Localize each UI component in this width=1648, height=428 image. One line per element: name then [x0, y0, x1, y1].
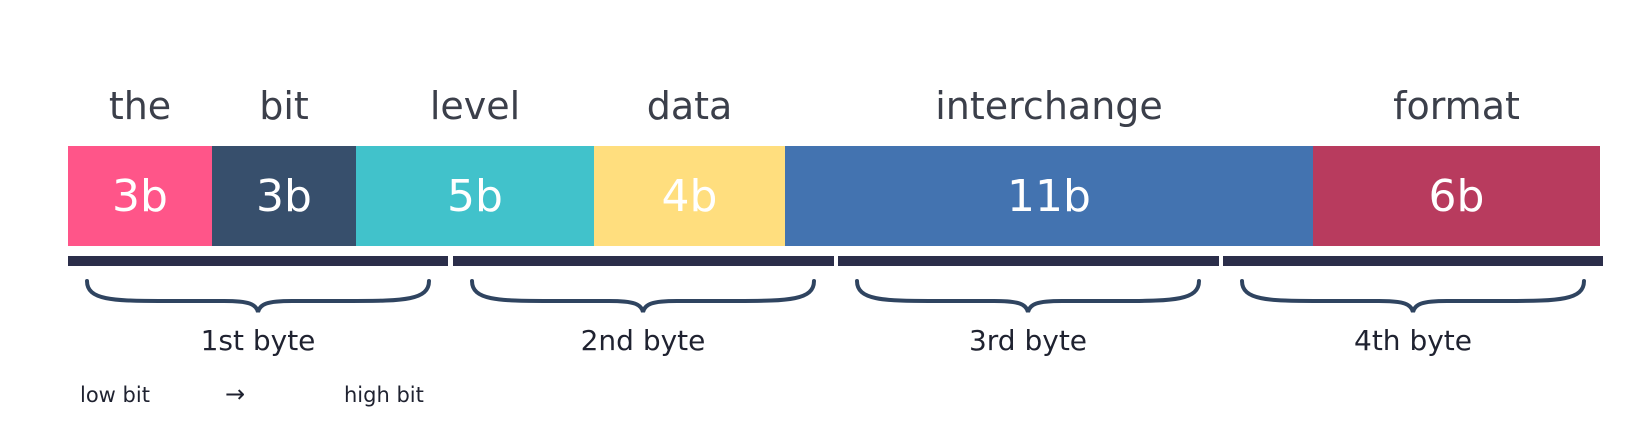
word-interchange: interchange [935, 84, 1163, 128]
byte-label-2: 2nd byte [580, 324, 706, 357]
brace-3 [855, 279, 1201, 313]
field-level: 5b [356, 146, 594, 246]
word-bit: bit [259, 84, 309, 128]
field-interchange: 11b [785, 146, 1313, 246]
field-the: 3b [68, 146, 212, 246]
legend-low-bit: low bit [80, 383, 150, 407]
word-format: format [1393, 84, 1520, 128]
byte-bar-4 [1223, 256, 1603, 266]
field-bit: 3b [212, 146, 356, 246]
arrow-right-icon: → [225, 380, 246, 408]
brace-1 [85, 279, 431, 313]
brace-2 [470, 279, 816, 313]
word-data: data [646, 84, 733, 128]
byte-label-4: 4th byte [1354, 324, 1472, 357]
legend-high-bit: high bit [344, 383, 424, 407]
word-the: the [108, 84, 172, 128]
byte-bar-3 [838, 256, 1219, 266]
byte-label-3: 3rd byte [968, 324, 1088, 357]
brace-4 [1240, 279, 1586, 313]
word-level: level [429, 84, 521, 128]
byte-bar-1 [68, 256, 448, 266]
byte-label-1: 1st byte [200, 324, 316, 357]
byte-bar-2 [453, 256, 834, 266]
field-format: 6b [1313, 146, 1600, 246]
field-data: 4b [594, 146, 785, 246]
